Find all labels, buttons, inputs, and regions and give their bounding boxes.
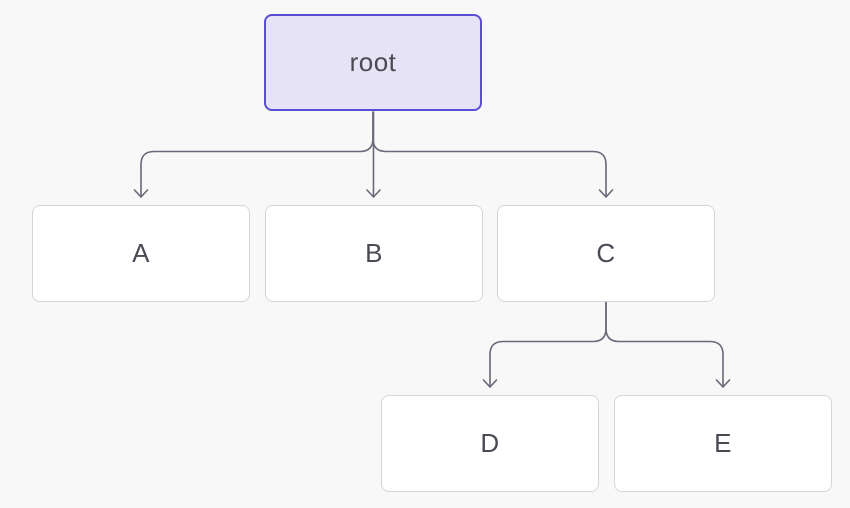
node-label: A	[132, 238, 150, 268]
edge-root-b	[366, 111, 381, 198]
edge-c-e	[605, 301, 731, 388]
arrowhead-c	[598, 189, 614, 198]
node-label: B	[365, 238, 383, 268]
edge-root-a	[133, 111, 374, 198]
tree-node-e[interactable]: E	[614, 395, 832, 492]
tree-node-d[interactable]: D	[381, 395, 599, 492]
tree-node-b[interactable]: B	[265, 205, 483, 302]
arrowhead-e	[715, 379, 731, 388]
tree-node-root[interactable]: root	[264, 14, 482, 111]
tree-node-c[interactable]: C	[497, 205, 715, 302]
node-label: D	[480, 428, 500, 458]
edge-c-d	[482, 301, 607, 388]
tree-node-a[interactable]: A	[32, 205, 250, 302]
arrowhead-d	[482, 379, 498, 388]
arrowhead-b	[366, 189, 381, 198]
node-label: C	[596, 238, 616, 268]
edge-root-c	[372, 111, 614, 198]
arrowhead-a	[133, 189, 149, 198]
node-label: root	[349, 47, 397, 77]
node-label: E	[714, 428, 732, 458]
